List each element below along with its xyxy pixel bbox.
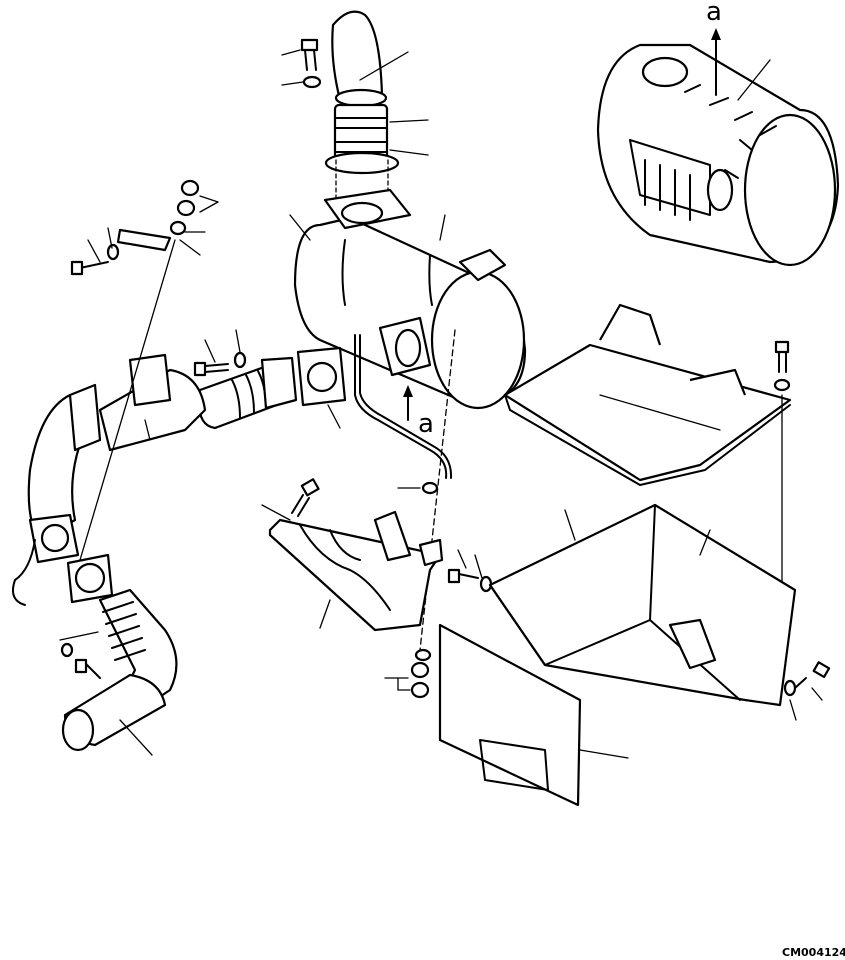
insulation-pad bbox=[438, 623, 629, 807]
view-a-label-mid: a bbox=[418, 409, 434, 439]
cover-plate-upper bbox=[503, 303, 792, 486]
tail-pipe bbox=[324, 10, 429, 175]
box-bolt bbox=[783, 661, 831, 721]
hose-fasteners bbox=[59, 631, 101, 679]
bottom-nuts bbox=[384, 648, 432, 699]
tailpipe-bolt bbox=[281, 38, 322, 89]
bellows-bolts bbox=[193, 329, 247, 377]
view-a-arrow: a bbox=[706, 0, 722, 96]
muffler-view-a bbox=[596, 43, 840, 267]
flexible-bellows bbox=[197, 356, 298, 430]
support-bracket-box bbox=[488, 503, 797, 707]
clamp-nuts bbox=[169, 179, 219, 256]
view-a-arrow-mid: a bbox=[403, 385, 434, 439]
drain-tube bbox=[354, 334, 448, 479]
side-bolt bbox=[447, 549, 493, 593]
main-muffler bbox=[289, 188, 527, 410]
intake-pipe bbox=[12, 353, 207, 606]
flange-plate bbox=[66, 553, 114, 604]
heat-shield-bolt bbox=[291, 478, 320, 517]
drawing-code: CM004124 bbox=[782, 946, 845, 959]
lower-bellows-hose bbox=[61, 588, 178, 756]
heat-shield bbox=[261, 504, 444, 632]
view-a-label-top: a bbox=[706, 0, 722, 27]
cover-bolt bbox=[773, 340, 791, 596]
clamp-bracket bbox=[70, 227, 176, 561]
tube-clip bbox=[421, 481, 439, 495]
gasket bbox=[296, 346, 347, 429]
